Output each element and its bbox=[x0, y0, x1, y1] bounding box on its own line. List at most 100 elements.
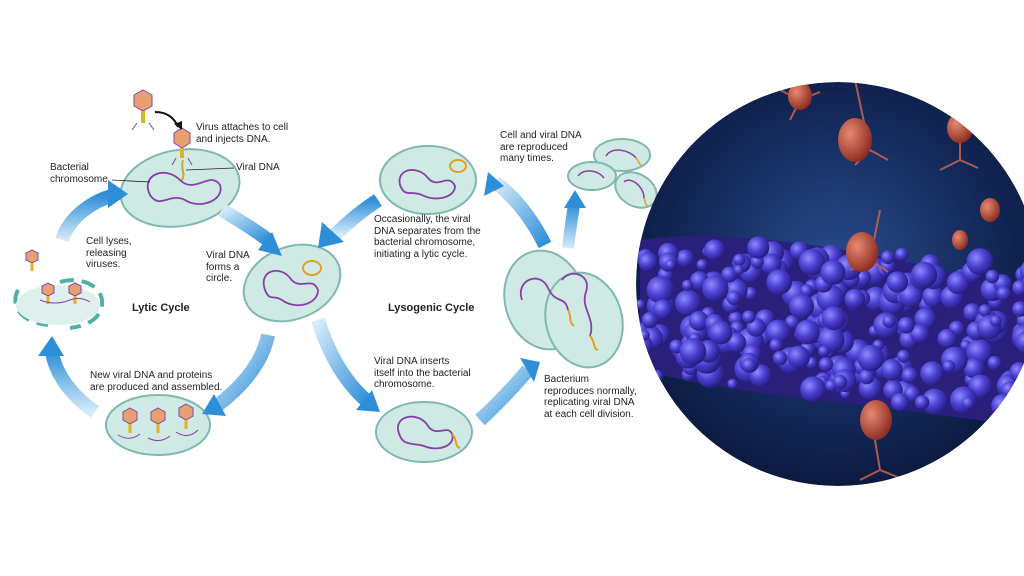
bacterium-texture-blob bbox=[942, 360, 955, 373]
bacterium-texture-blob bbox=[911, 261, 938, 288]
bacterium-texture-blob bbox=[769, 338, 783, 352]
lytic-cycle-title: Lytic Cycle bbox=[132, 302, 190, 314]
bacterium-texture-blob bbox=[1019, 401, 1024, 416]
bacterium-texture-blob bbox=[639, 329, 650, 341]
label-bacterial-chromosome: Bacterial chromosome bbox=[50, 162, 108, 185]
bacterium-texture-blob bbox=[800, 284, 813, 297]
bacterium-texture-blob bbox=[897, 316, 915, 334]
bacterium-texture-blob bbox=[646, 276, 675, 304]
bacterium-texture-blob bbox=[963, 357, 985, 379]
bacterium-texture-blob bbox=[747, 236, 770, 259]
lysogenic-arrows bbox=[311, 172, 586, 426]
label-virus-attaches: Virus attaches to cell and injects DNA. bbox=[196, 122, 289, 145]
bacterium-texture-blob bbox=[985, 269, 1000, 284]
bacterium-texture-blob bbox=[726, 332, 747, 353]
bacterium-texture-blob bbox=[1008, 388, 1024, 411]
phage-illustration bbox=[636, 82, 1024, 486]
bacterium-texture-blob bbox=[688, 310, 709, 331]
bacterium-texture-blob bbox=[821, 306, 846, 331]
bacterium-texture-blob bbox=[733, 253, 746, 266]
bacterium-texture-blob bbox=[937, 328, 957, 349]
label-viral-dna-circle: Viral DNA forms a circle. bbox=[206, 250, 250, 284]
label-bacterium-reproduces: Bacterium reproduces normally, replicati… bbox=[544, 374, 637, 420]
bacterium-texture-blob bbox=[1015, 330, 1024, 354]
bacterium-texture-blob bbox=[798, 248, 826, 276]
cell-prophage-excised bbox=[379, 145, 477, 215]
lytic-arrows bbox=[38, 180, 282, 418]
bacterium-texture-blob bbox=[818, 357, 834, 372]
bacterium-texture-blob bbox=[886, 271, 909, 293]
bacterium-texture-blob bbox=[742, 310, 756, 324]
bacterium-texture-blob bbox=[702, 275, 729, 302]
bacterium-texture-blob bbox=[652, 299, 673, 319]
cells-multiplied bbox=[567, 138, 658, 209]
label-new-viral-dna: New viral DNA and proteins are produced … bbox=[90, 370, 223, 393]
label-viral-dna: Viral DNA bbox=[236, 162, 280, 173]
label-cell-and-viral: Cell and viral DNA are reproduced many t… bbox=[500, 130, 582, 164]
bacterium-texture-blob bbox=[787, 345, 810, 369]
bacterium-texture-blob bbox=[800, 376, 826, 403]
bacterium-texture-blob bbox=[681, 279, 693, 291]
bacterium-texture-blob bbox=[895, 247, 909, 261]
bacterium-texture-blob bbox=[857, 344, 884, 372]
label-cell-lyses: Cell lyses, releasing viruses. bbox=[86, 236, 132, 270]
bacterium-texture-blob bbox=[679, 338, 707, 365]
label-occasionally: Occasionally, the viral DNA separates fr… bbox=[374, 214, 481, 260]
bacterium-texture-blob bbox=[910, 324, 930, 344]
bacterium-texture-blob bbox=[636, 335, 653, 357]
bacterium-texture-blob bbox=[914, 395, 930, 410]
bacterium-texture-blob bbox=[844, 288, 865, 310]
bacterium-texture-blob bbox=[674, 289, 702, 316]
bacterium-texture-blob bbox=[760, 253, 782, 275]
bacterium-texture-blob bbox=[987, 355, 1002, 370]
bacterium-texture-blob bbox=[880, 358, 903, 381]
bacterium-texture-blob bbox=[922, 285, 944, 308]
bacterium-texture-blob bbox=[882, 314, 896, 328]
bacterium-texture-blob bbox=[638, 251, 658, 272]
bacteriophage-icon bbox=[171, 127, 193, 166]
cell-lysing bbox=[13, 249, 105, 330]
bacterium-texture-blob bbox=[996, 286, 1011, 301]
lysogenic-cycle-title: Lysogenic Cycle bbox=[388, 302, 475, 314]
bacterium-texture-blob bbox=[665, 259, 676, 271]
bacterium-texture-blob bbox=[833, 374, 848, 389]
bacterium-texture-blob bbox=[696, 259, 708, 271]
bacterium-texture-blob bbox=[990, 314, 1002, 327]
bacterium-texture-blob bbox=[795, 319, 820, 345]
bacterium-texture-blob bbox=[721, 266, 738, 283]
bacterium-texture-blob bbox=[961, 396, 975, 410]
label-viral-dna-inserts: Viral DNA inserts itself into the bacter… bbox=[374, 356, 471, 390]
bacterium-texture-blob bbox=[921, 388, 948, 415]
bacterium-texture-blob bbox=[636, 299, 646, 310]
bacterium-texture-blob bbox=[978, 304, 992, 317]
bacterium-texture-blob bbox=[897, 349, 910, 363]
bacterium-texture-blob bbox=[890, 392, 910, 412]
bacterium-texture-blob bbox=[859, 369, 875, 385]
bacterium-texture-blob bbox=[991, 393, 1015, 418]
cell-assembling bbox=[105, 394, 211, 456]
bacterium-texture-blob bbox=[727, 378, 738, 389]
bacterium-texture-blob bbox=[741, 357, 757, 373]
bacterium-texture-blob bbox=[772, 350, 788, 366]
cell-circle-dna bbox=[242, 243, 342, 323]
bacterium-texture-blob bbox=[880, 250, 895, 265]
cell-prophage-inserted bbox=[375, 401, 473, 463]
bacterium-texture-blob bbox=[676, 249, 694, 267]
bacterium-texture-blob bbox=[789, 293, 814, 319]
bacterium-texture-blob bbox=[704, 239, 725, 261]
cell-dividing bbox=[503, 249, 624, 369]
bacterium-texture-blob bbox=[920, 361, 945, 386]
bacteriophage-icon bbox=[131, 89, 155, 131]
bacterium-texture-blob bbox=[1012, 279, 1024, 296]
bacterium-texture-blob bbox=[726, 290, 742, 306]
bacterium-texture-blob bbox=[651, 369, 664, 382]
bacterium-texture-blob bbox=[1009, 362, 1024, 383]
curved-arrow-icon bbox=[154, 111, 179, 128]
bacterium-texture-blob bbox=[641, 311, 659, 329]
bacterium-texture-blob bbox=[820, 260, 846, 285]
bacterium-texture-blob bbox=[818, 345, 830, 357]
bacterium-texture-blob bbox=[765, 319, 791, 345]
bacterium-texture-blob bbox=[708, 320, 733, 345]
